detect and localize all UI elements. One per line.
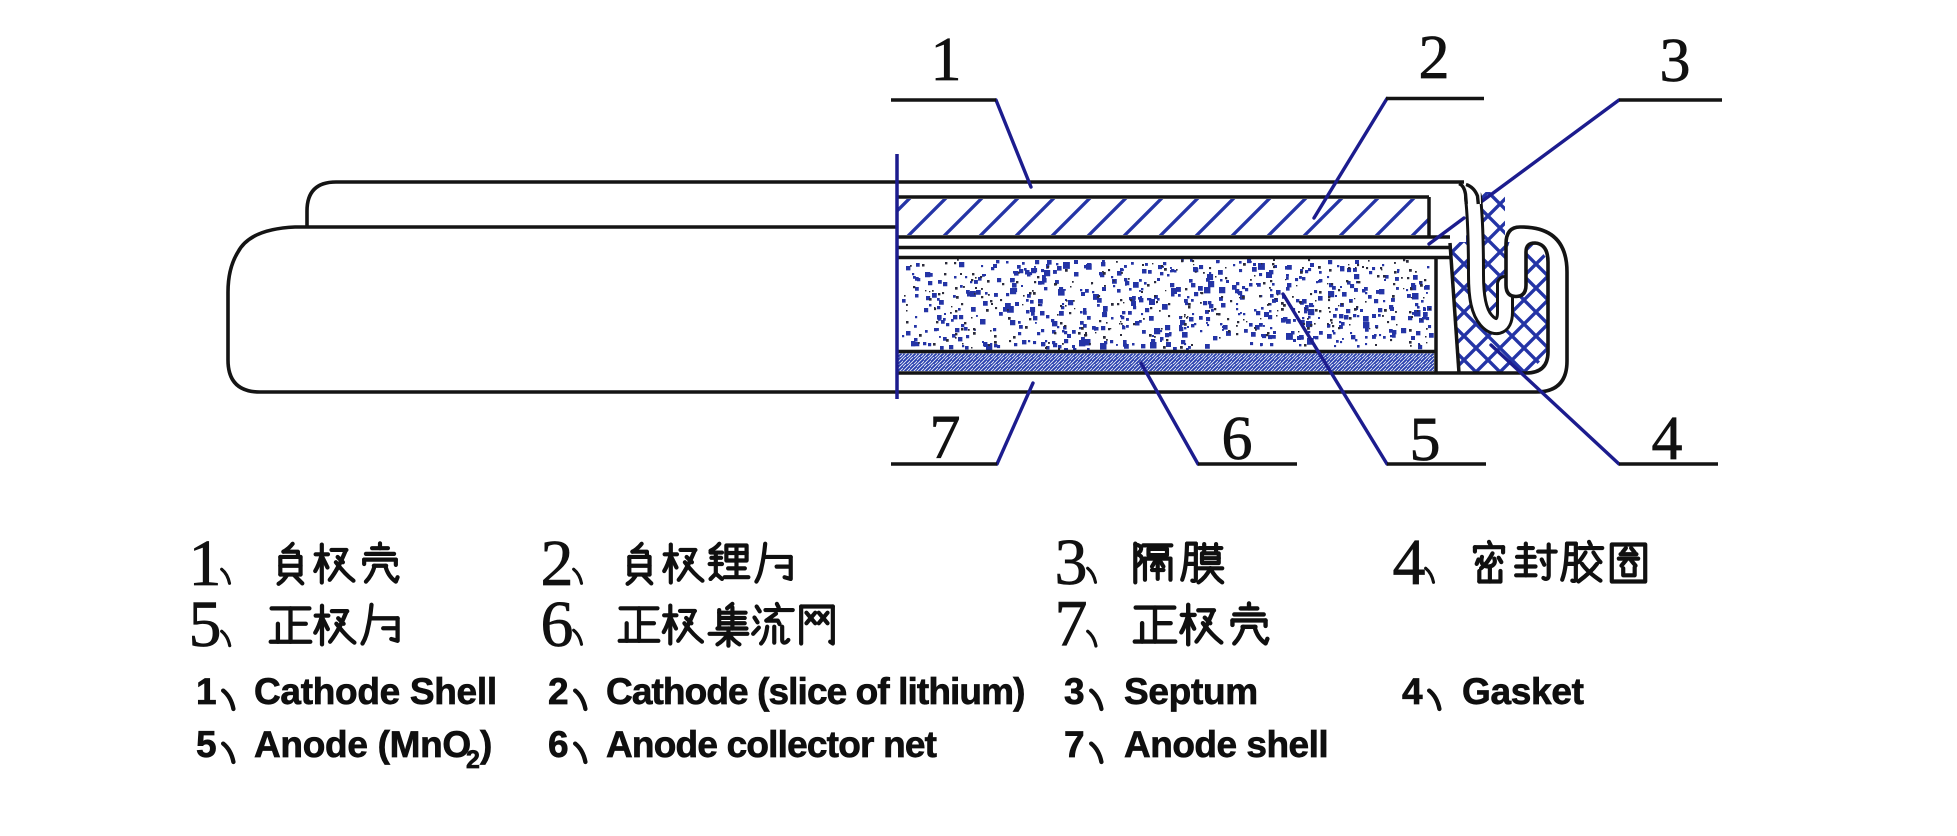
svg-text:2: 2 bbox=[541, 527, 574, 600]
svg-text:2: 2 bbox=[1419, 24, 1450, 92]
svg-text:3: 3 bbox=[1055, 526, 1088, 599]
svg-text:5: 5 bbox=[189, 588, 222, 661]
svg-text:Cathode Shell: Cathode Shell bbox=[254, 671, 497, 712]
svg-text:1: 1 bbox=[196, 671, 217, 712]
svg-text:4: 4 bbox=[1402, 671, 1423, 712]
svg-text:1: 1 bbox=[189, 527, 222, 600]
svg-text:4: 4 bbox=[1393, 526, 1426, 599]
svg-text:Anode shell: Anode shell bbox=[1124, 724, 1328, 765]
svg-text:Gasket: Gasket bbox=[1462, 671, 1584, 712]
svg-text:6: 6 bbox=[548, 724, 569, 765]
svg-text:7: 7 bbox=[1064, 724, 1085, 765]
svg-text:Anode (MnO: Anode (MnO bbox=[254, 724, 471, 765]
svg-text:Cathode (slice of lithium): Cathode (slice of lithium) bbox=[606, 671, 1025, 712]
svg-text:Anode collector net: Anode collector net bbox=[606, 724, 937, 765]
svg-text:6: 6 bbox=[541, 588, 574, 661]
svg-text:3: 3 bbox=[1064, 671, 1085, 712]
svg-text:7: 7 bbox=[930, 404, 961, 472]
svg-text:3: 3 bbox=[1660, 27, 1691, 95]
svg-text:1: 1 bbox=[931, 26, 962, 94]
svg-text:2: 2 bbox=[548, 671, 569, 712]
svg-text:2: 2 bbox=[466, 746, 480, 774]
svg-text:7: 7 bbox=[1055, 587, 1088, 660]
svg-text:Septum: Septum bbox=[1124, 671, 1258, 712]
svg-text:): ) bbox=[480, 724, 492, 765]
svg-text:6: 6 bbox=[1222, 405, 1253, 473]
svg-text:5: 5 bbox=[196, 724, 217, 765]
svg-text:4: 4 bbox=[1652, 405, 1683, 473]
svg-text:5: 5 bbox=[1410, 406, 1441, 474]
